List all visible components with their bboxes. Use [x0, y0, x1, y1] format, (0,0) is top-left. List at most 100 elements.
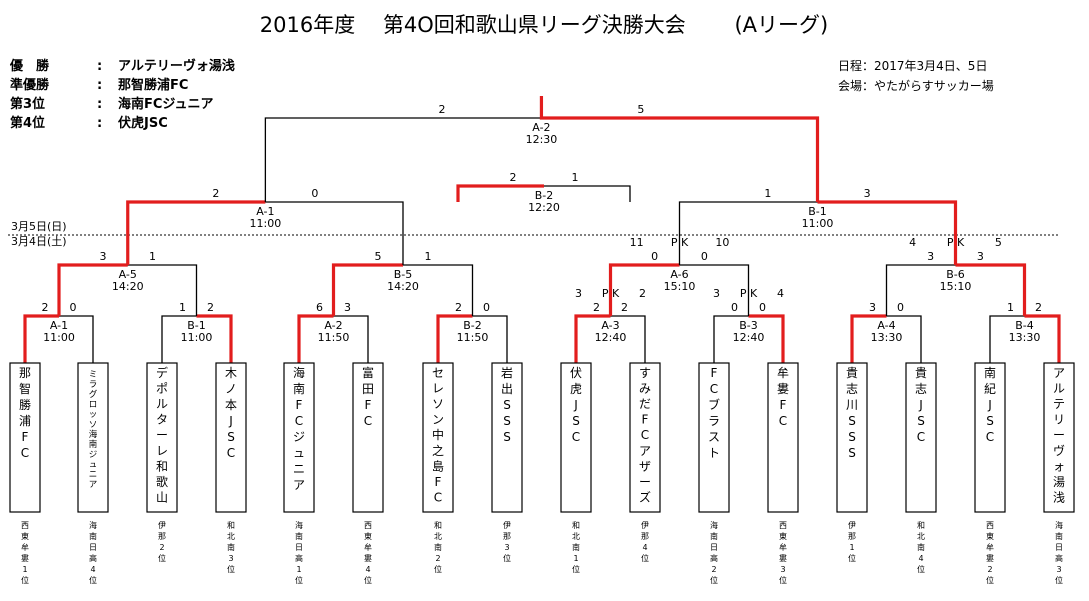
result-team: 伏虎JSC: [118, 115, 168, 131]
page-title: 2016年度 第4O回和歌山県リーグ決勝大会 (Aリーグ): [260, 13, 828, 37]
schedule-dates: 日程：2017年3月4日、5日: [838, 58, 987, 73]
score-right: 1: [149, 250, 156, 263]
match-time: 12:30: [526, 133, 558, 146]
score-right: 2: [207, 301, 214, 314]
match-time: 12:20: [528, 201, 560, 214]
match-time: 11:50: [318, 331, 350, 344]
team-box: [560, 362, 592, 513]
result-label: 第3位: [10, 96, 45, 112]
team-box: [215, 362, 247, 513]
match-id: A-2: [324, 319, 342, 332]
pk-right: 10: [715, 236, 729, 249]
score-left: 6: [316, 301, 323, 314]
score-right: 3: [344, 301, 351, 314]
score-left: 2: [439, 103, 446, 116]
result-team: 那智勝浦FC: [118, 77, 188, 93]
match-time: 12:40: [733, 331, 765, 344]
team-box: [974, 362, 1006, 513]
score-right: 1: [571, 171, 578, 184]
team-box: [629, 362, 661, 513]
winner-line: [331, 263, 403, 316]
score-left: 1: [764, 187, 771, 200]
match-id: A-4: [877, 319, 895, 332]
winner-line: [436, 314, 473, 363]
match-id: B-2: [535, 189, 554, 202]
match-time: 11:00: [43, 331, 75, 344]
team-box: [1043, 362, 1075, 513]
match-time: 11:50: [457, 331, 489, 344]
score-right: 0: [483, 301, 490, 314]
match-id: A-3: [601, 319, 619, 332]
score-right: 0: [759, 301, 766, 314]
pk-left: 4: [909, 236, 916, 249]
score-right: 3: [864, 187, 871, 200]
match-id: B-1: [187, 319, 206, 332]
match-time: 15:10: [940, 280, 972, 293]
pk-right: 5: [995, 236, 1002, 249]
result-sep: :: [97, 59, 102, 74]
team-box: [905, 362, 937, 513]
winner-line: [1024, 314, 1061, 363]
team-box: [767, 362, 799, 513]
result-sep: :: [97, 97, 102, 112]
pk-right: 4: [777, 287, 784, 300]
score-right: 0: [701, 250, 708, 263]
result-sep: :: [97, 116, 102, 131]
score-left: 3: [927, 250, 934, 263]
winner-line: [57, 263, 128, 316]
score-left: 0: [651, 250, 658, 263]
team-name: アルテリーヴォ湯浅: [1053, 366, 1065, 504]
score-right: 0: [70, 301, 77, 314]
match-id: A-6: [670, 268, 688, 281]
match-id: B-6: [946, 268, 965, 281]
match-time: 13:30: [1009, 331, 1041, 344]
score-right: 1: [425, 250, 432, 263]
score-right: 0: [897, 301, 904, 314]
team-name: ミラグロッソ海南ジュニア: [89, 370, 98, 490]
pk-left: 11: [630, 236, 644, 249]
match-time: 15:10: [664, 280, 696, 293]
winner-line: [817, 200, 958, 265]
winner-line: [126, 200, 266, 265]
match-time: 11:00: [181, 331, 213, 344]
pk-right: 2: [639, 287, 646, 300]
score-left: 1: [1007, 301, 1014, 314]
team-box: [698, 362, 730, 513]
